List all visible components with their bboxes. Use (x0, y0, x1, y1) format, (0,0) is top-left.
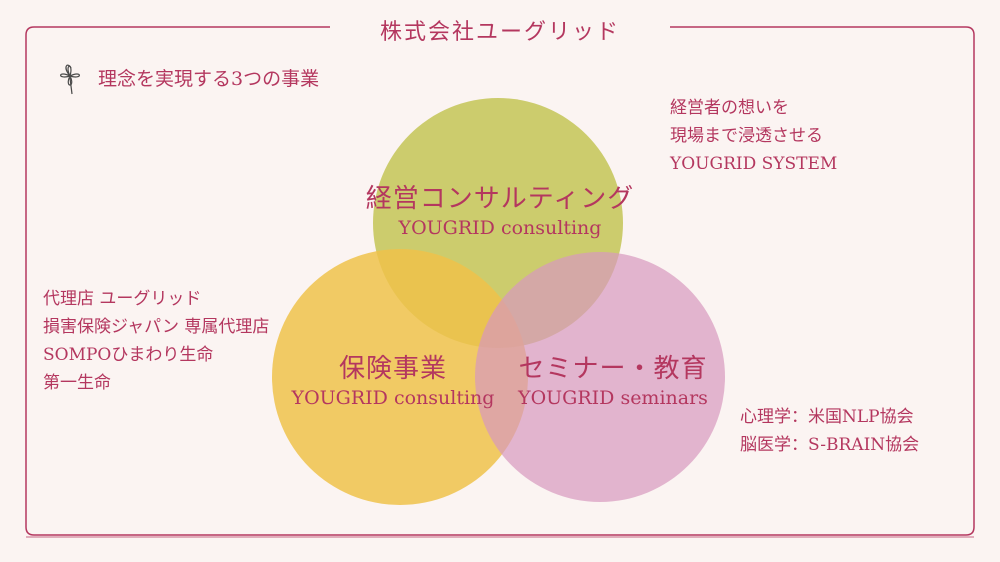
insurance-title: 保険事業 (338, 354, 447, 384)
page-title: 株式会社ユーグリッド (379, 20, 620, 45)
insurance-circle (272, 249, 528, 505)
note-line: 第一生命 (43, 373, 111, 393)
page-subtitle: 理念を実現する3つの事業 (98, 68, 320, 90)
insurance-label: 保険事業 YOUGRID consulting (268, 352, 518, 410)
note-line: 経営者の想いを (670, 98, 789, 118)
note-seminar-associations: 心理学：米国NLP協会 脳医学：S-BRAIN協会 (740, 403, 919, 459)
seminar-title: セミナー・教育 (518, 354, 708, 384)
frame-line-left (25, 26, 975, 536)
note-line: 心理学：米国NLP協会 (740, 407, 914, 427)
consulting-subtitle: YOUGRID consulting (398, 217, 602, 239)
consulting-title: 経営コンサルティング (365, 184, 635, 214)
seminar-circle (475, 252, 725, 502)
note-consulting-system: 経営者の想いを 現場まで浸透させる YOUGRID SYSTEM (670, 94, 837, 178)
note-line: SOMPOひまわり生命 (43, 345, 214, 365)
note-line: 現場まで浸透させる (670, 126, 823, 146)
note-line: 損害保険ジャパン 専属代理店 (43, 317, 270, 337)
note-line: 代理店 ユーグリッド (43, 289, 202, 309)
note-line: YOUGRID SYSTEM (670, 154, 838, 174)
consulting-label: 経営コンサルティング YOUGRID consulting (350, 182, 650, 240)
insurance-subtitle: YOUGRID consulting (291, 387, 495, 409)
clover-flower-icon (60, 64, 80, 95)
note-line: 脳医学：S-BRAIN協会 (740, 435, 920, 455)
seminar-subtitle: YOUGRID seminars (518, 387, 708, 409)
note-insurance-agencies: 代理店 ユーグリッド 損害保険ジャパン 専属代理店 SOMPOひまわり生命 第一… (43, 285, 269, 397)
seminar-label: セミナー・教育 YOUGRID seminars (498, 352, 728, 410)
